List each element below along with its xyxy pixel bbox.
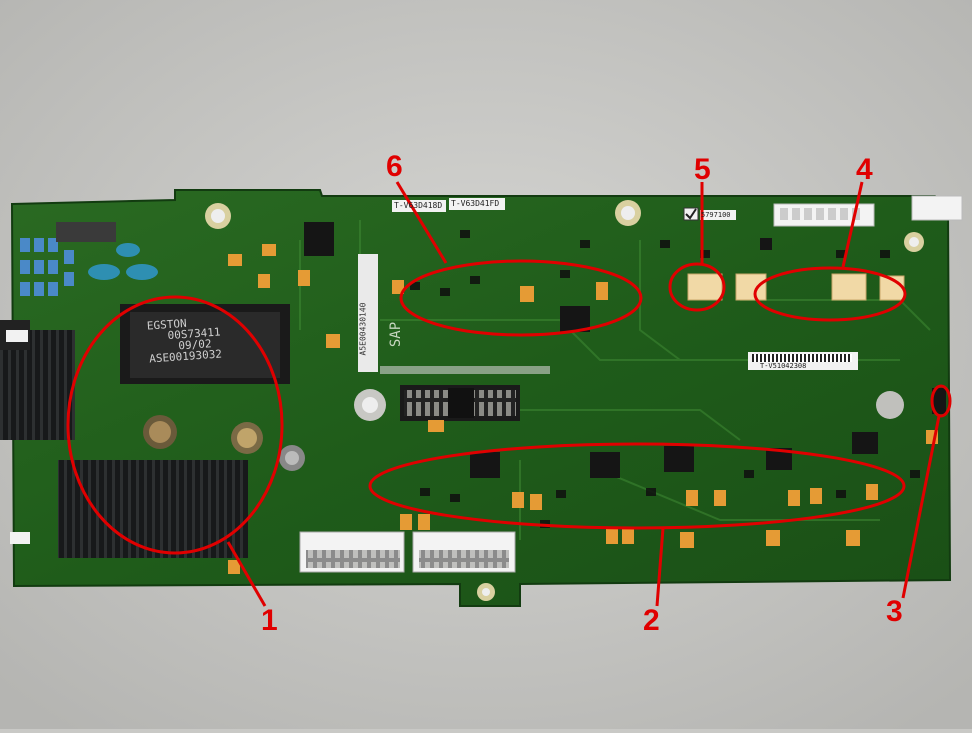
transformer-marking: EGSTON 00S73411 09/02 ASE00193032 <box>146 316 223 366</box>
ribbon-connector <box>380 366 550 421</box>
callout-number-1: 1 <box>261 604 278 637</box>
annotation-ellipse-6 <box>399 259 643 337</box>
callout-number-4: 4 <box>856 153 873 186</box>
callout-number-3: 3 <box>886 595 903 628</box>
checkbox-label-text: 5797100 <box>701 211 731 219</box>
orange-capacitors <box>228 244 938 574</box>
annotation-ellipse-5 <box>668 262 726 312</box>
label-sticker-left: T-V63D418D <box>394 201 443 210</box>
annotation-ellipse-3 <box>930 384 952 418</box>
smd-components <box>410 230 920 528</box>
annotation-ellipse-2 <box>368 442 906 530</box>
annotation-ellipse-4 <box>753 266 907 322</box>
sap-print: SAP <box>388 321 405 348</box>
annotation-overlays <box>66 181 952 607</box>
transformer <box>120 304 290 384</box>
label-sticker-right: T-V63D41FD <box>451 199 500 208</box>
side-tabs <box>6 330 30 544</box>
blue-resistors <box>20 222 158 296</box>
annotation-ellipse-1 <box>66 295 284 555</box>
board-labels <box>358 198 858 372</box>
cream-components <box>687 273 905 301</box>
callout-number-2: 2 <box>643 604 660 637</box>
vertical-marking: A5E00430140 <box>358 302 368 356</box>
integrated-circuits <box>304 222 946 478</box>
barcode-label-text: T-V51042308 <box>760 362 807 370</box>
bottom-connectors <box>299 531 516 573</box>
callout-number-6: 6 <box>386 150 403 183</box>
electrolytic-capacitors <box>143 415 305 471</box>
top-connectors <box>773 195 963 227</box>
mounting-holes <box>205 200 924 601</box>
callout-number-5: 5 <box>694 153 711 186</box>
